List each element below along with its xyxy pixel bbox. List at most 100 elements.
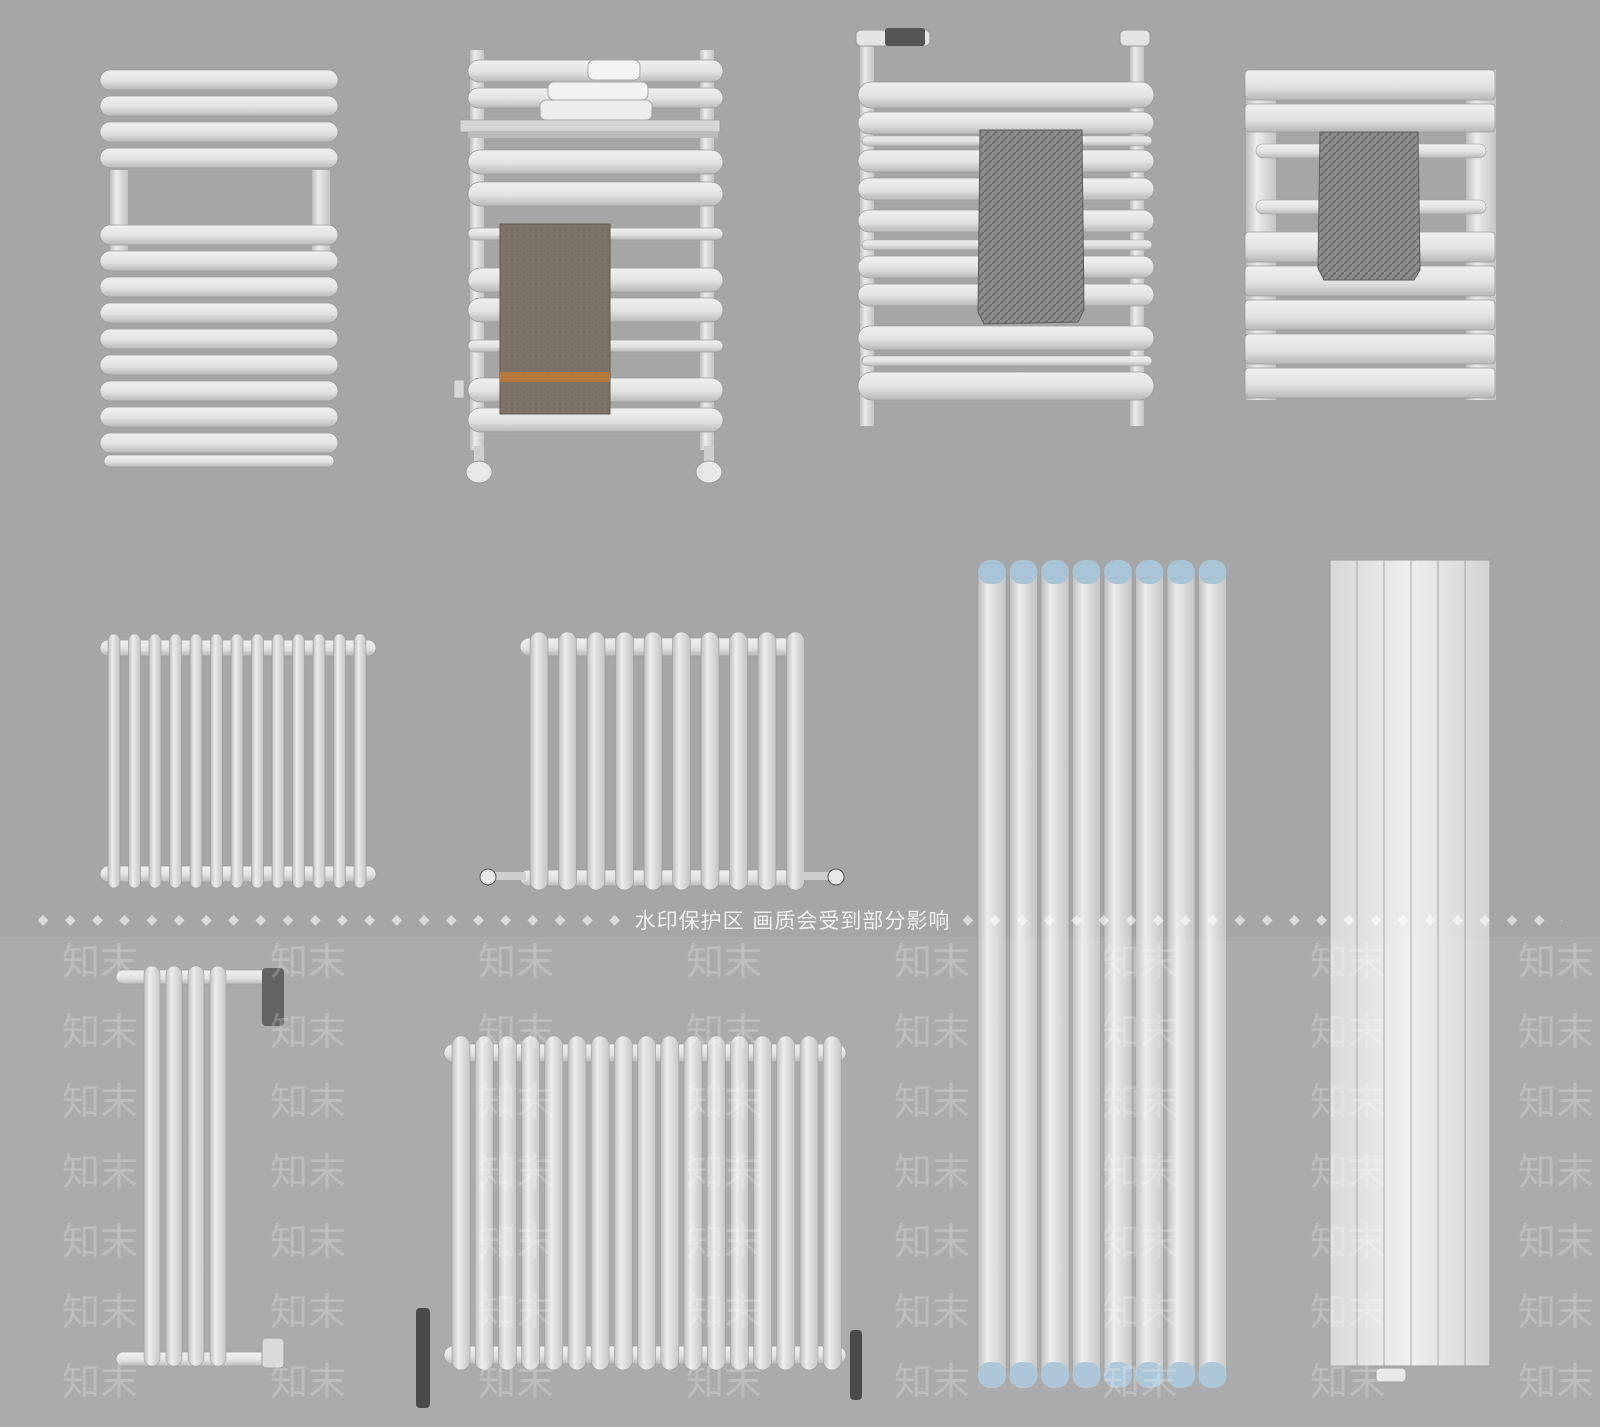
folded-towel-stack	[539, 59, 653, 121]
grey-towel	[977, 129, 1085, 325]
watermark-tile: 知末	[1310, 1080, 1386, 1124]
watermark-tile: 知末	[270, 1150, 346, 1194]
radiator-column	[590, 1035, 610, 1371]
radiator-column	[312, 633, 326, 889]
radiator-column	[637, 1035, 656, 1371]
radiator-column	[451, 1035, 471, 1371]
radiator-column	[210, 633, 223, 889]
watermark-tile: 知末	[1310, 1290, 1386, 1334]
watermark-tile: 知末	[1310, 1360, 1386, 1404]
blue-cap	[1167, 560, 1195, 584]
watermark-tile: 知末	[1518, 1220, 1594, 1264]
radiator-column	[544, 1035, 564, 1371]
watermark-tile: 知末	[62, 1290, 138, 1334]
watermark-tile: 知末	[894, 1360, 970, 1404]
radiator-column	[558, 631, 577, 891]
radiator-column	[753, 1035, 772, 1371]
watermark-tile: 知末	[62, 1220, 138, 1264]
radiator-column	[614, 1035, 633, 1371]
column-radiator-classic	[416, 1035, 862, 1408]
watermark-tile: 知末	[1518, 1150, 1594, 1194]
radiator-column	[586, 631, 606, 891]
radiator-column	[474, 1035, 494, 1371]
radiator-column	[353, 633, 367, 889]
column-radiator-narrow	[115, 965, 285, 1369]
blue-cap	[1198, 1362, 1227, 1388]
radiator-column	[730, 1035, 749, 1371]
watermark-tile: 知末	[1102, 1150, 1178, 1194]
watermark-tile: 知末	[1102, 940, 1178, 984]
radiator-column	[333, 633, 346, 889]
blue-cap	[978, 1362, 1006, 1388]
blue-cap	[1167, 1362, 1195, 1388]
radiator-column	[498, 1035, 517, 1371]
watermark-tile: 知末	[686, 1290, 762, 1334]
towel-rail-with-valves	[855, 28, 1155, 426]
watermark-tile: 知末	[894, 1290, 970, 1334]
watermark-tile: 知末	[478, 1150, 554, 1194]
blue-cap	[1104, 560, 1132, 584]
flat-panel-tall	[1329, 559, 1491, 1383]
radiator-column	[189, 633, 203, 889]
watermark-tile: 知末	[1518, 1360, 1594, 1404]
radiator-column	[776, 1035, 796, 1371]
watermark-tile: 知末	[270, 1080, 346, 1124]
brown-towel	[499, 223, 611, 415]
watermark-tile: 知末	[1102, 1080, 1178, 1124]
watermark-tile: 知末	[1102, 1290, 1178, 1334]
watermark-tile: 知末	[1102, 1010, 1178, 1054]
watermark-tile: 知末	[1310, 1150, 1386, 1194]
radiator-column	[706, 1035, 726, 1371]
watermark-tile: 知末	[478, 1080, 554, 1124]
blue-cap	[1198, 560, 1227, 584]
watermark-tile: 知末	[1310, 1220, 1386, 1264]
watermark-tile: 知末	[478, 1220, 554, 1264]
radiator-column	[729, 631, 748, 891]
watermark-tile: 知末	[1518, 1010, 1594, 1054]
watermark-tile: 知末	[270, 1360, 346, 1404]
radiator-column	[822, 1035, 842, 1371]
watermark-tile: 知末	[1518, 1080, 1594, 1124]
watermark-tile: 知末	[686, 940, 762, 984]
radiator-column	[567, 1035, 587, 1371]
towel-rail-flat	[99, 69, 339, 468]
watermark-tile: 知末	[270, 1010, 346, 1054]
watermark-tile: 知末	[894, 1220, 970, 1264]
watermark-tiles: 知末知末知末知末知末知末知末知末知末知末知末知末知末知末知末知末知末知末知末知末…	[62, 940, 1594, 1404]
radiator-column	[251, 633, 264, 889]
radiator-column	[529, 631, 549, 891]
blue-cap	[1009, 1362, 1038, 1388]
watermark-tile: 知末	[1102, 1360, 1178, 1404]
watermark-tile: 知末	[478, 1360, 554, 1404]
radiator-column	[683, 1035, 703, 1371]
watermark-banner: ◆ ◆ ◆ ◆ ◆ ◆ ◆ ◆ ◆ ◆ ◆ ◆ ◆ ◆ ◆ ◆ ◆ ◆ ◆ ◆ …	[0, 903, 1600, 937]
radiator-column	[672, 631, 691, 891]
watermark-tile: 知末	[478, 1010, 554, 1054]
watermark-banner-text: 水印保护区 画质会受到部分影响	[634, 909, 951, 933]
column-radiator-small	[99, 633, 377, 889]
blue-cap	[1104, 1362, 1132, 1388]
watermark-dots-right: ◆ ◆ ◆ ◆ ◆ ◆ ◆ ◆ ◆ ◆ ◆ ◆ ◆ ◆ ◆ ◆ ◆ ◆ ◆ ◆ …	[962, 912, 1562, 928]
watermark-tile: 知末	[686, 1360, 762, 1404]
watermark-tile: 知末	[270, 1290, 346, 1334]
watermark-tile: 知末	[894, 1150, 970, 1194]
blue-cap	[1041, 1362, 1069, 1388]
radiator-column	[799, 1035, 819, 1371]
radiator-column	[660, 1035, 680, 1371]
radiator-column	[615, 631, 634, 891]
watermark-tile: 知末	[62, 1080, 138, 1124]
radiator-column	[271, 633, 285, 889]
blue-cap	[1072, 1362, 1101, 1388]
watermark-tile: 知末	[270, 940, 346, 984]
watermark-tile: 知末	[686, 1080, 762, 1124]
watermark-tile: 知末	[686, 1220, 762, 1264]
watermark-tile: 知末	[1310, 940, 1386, 984]
radiator-column	[128, 633, 141, 889]
watermark-tile: 知末	[686, 1010, 762, 1054]
column-radiator-tall-blue	[977, 559, 1227, 1388]
watermark-tile: 知末	[62, 1150, 138, 1194]
radiator-column	[757, 631, 777, 891]
radiator-column	[521, 1035, 540, 1371]
blue-cap	[978, 560, 1006, 584]
